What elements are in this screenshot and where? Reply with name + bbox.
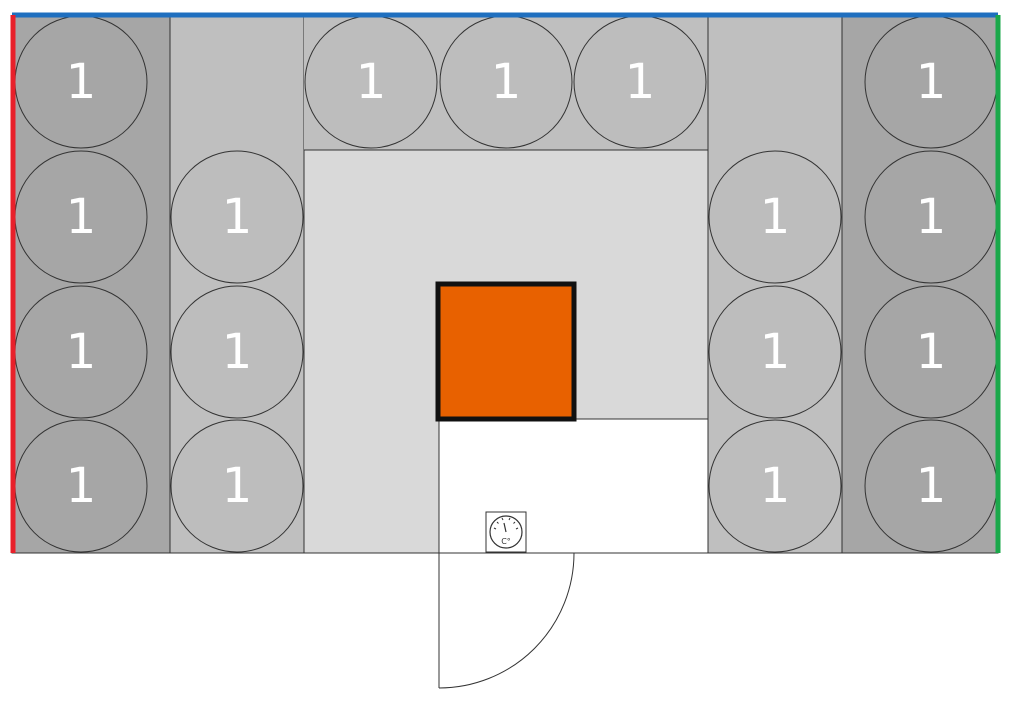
round-item-label: 1 bbox=[222, 324, 253, 380]
round-item-label: 1 bbox=[491, 54, 522, 110]
round-item-label: 1 bbox=[916, 458, 947, 514]
round-item-right-inner[interactable]: 1 bbox=[708, 419, 842, 553]
round-item-left-inner[interactable]: 1 bbox=[170, 419, 304, 553]
round-item-label: 1 bbox=[916, 189, 947, 245]
round-item-label: 1 bbox=[916, 324, 947, 380]
round-item-left-outer[interactable]: 1 bbox=[14, 285, 148, 419]
round-item-circle bbox=[170, 419, 304, 553]
round-item-circle bbox=[170, 285, 304, 419]
round-item-label: 1 bbox=[222, 189, 253, 245]
round-item-circle bbox=[708, 285, 842, 419]
round-item-label: 1 bbox=[66, 189, 97, 245]
round-item-right-outer[interactable]: 1 bbox=[864, 150, 998, 284]
round-item-right-outer[interactable]: 1 bbox=[864, 285, 998, 419]
round-item-top-center[interactable]: 1 bbox=[304, 15, 438, 149]
round-item-left-outer[interactable]: 1 bbox=[14, 150, 148, 284]
round-item-circle bbox=[708, 150, 842, 284]
round-item-label: 1 bbox=[760, 324, 791, 380]
round-item-left-inner[interactable]: 1 bbox=[170, 285, 304, 419]
round-item-left-inner[interactable]: 1 bbox=[170, 150, 304, 284]
round-item-label: 1 bbox=[66, 458, 97, 514]
round-item-label: 1 bbox=[66, 54, 97, 110]
round-item-left-outer[interactable]: 1 bbox=[14, 419, 148, 553]
door-swing-icon[interactable] bbox=[438, 552, 575, 689]
round-items: 1 1 1 1 1 1 1 1 1 1 1 1 1 1 1 1 1 bbox=[14, 15, 998, 553]
round-item-label: 1 bbox=[222, 458, 253, 514]
door-area bbox=[438, 418, 709, 554]
round-item-label: 1 bbox=[916, 54, 947, 110]
round-item-top-center[interactable]: 1 bbox=[573, 15, 707, 149]
round-item-label: 1 bbox=[66, 324, 97, 380]
round-item-right-inner[interactable]: 1 bbox=[708, 150, 842, 284]
round-item-label: 1 bbox=[760, 189, 791, 245]
round-item-label: 1 bbox=[760, 458, 791, 514]
round-item-circle bbox=[170, 150, 304, 284]
round-item-top-center[interactable]: 1 bbox=[439, 15, 573, 149]
round-item-right-inner[interactable]: 1 bbox=[708, 285, 842, 419]
round-item-circle bbox=[708, 419, 842, 553]
round-item-left-outer[interactable]: 1 bbox=[14, 15, 148, 149]
round-item-label: 1 bbox=[356, 54, 387, 110]
thermometer-icon: C° bbox=[485, 511, 527, 553]
round-item-label: 1 bbox=[625, 54, 656, 110]
round-item-right-outer[interactable]: 1 bbox=[864, 15, 998, 149]
center-block[interactable] bbox=[435, 281, 577, 422]
round-item-right-outer[interactable]: 1 bbox=[864, 419, 998, 553]
thermometer-label: C° bbox=[501, 537, 511, 546]
